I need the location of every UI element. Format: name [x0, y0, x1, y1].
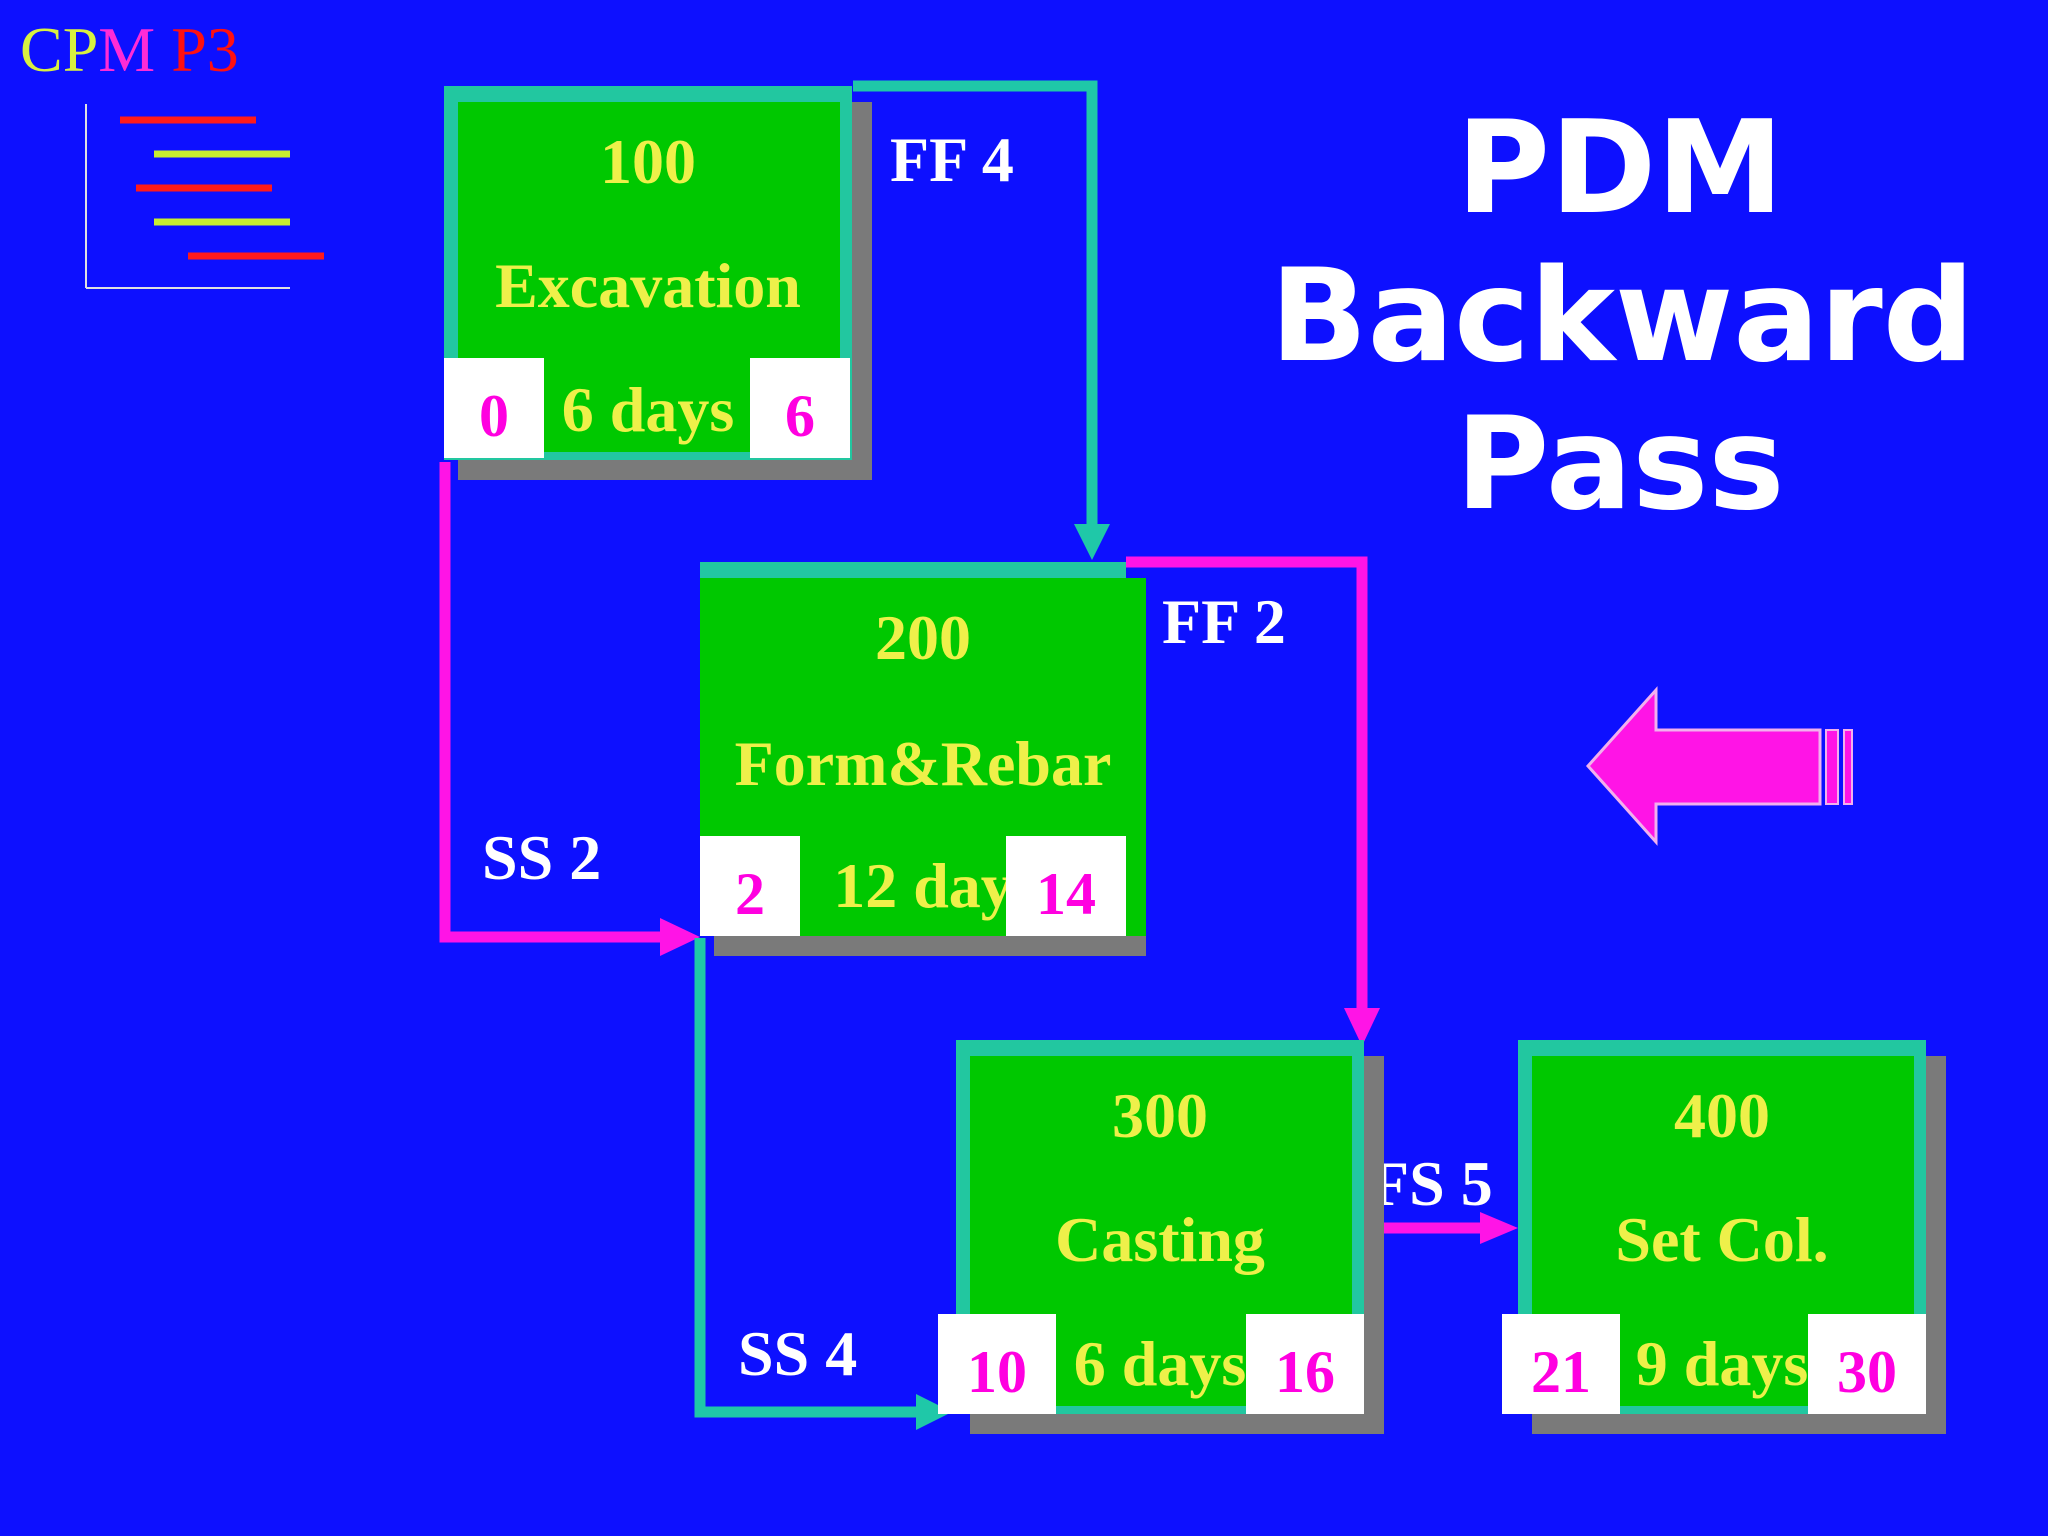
activity-id: 100 — [600, 126, 696, 197]
activity-duration: 6 days — [1073, 1328, 1247, 1399]
activity-node-300: 300 Casting 6 days 10 16 — [938, 1040, 1384, 1434]
title-line-3: Pass — [1455, 390, 1785, 539]
activity-node-100: 100 Excavation 6 days 0 6 — [444, 86, 872, 480]
link-ss4-arrowhead — [916, 1394, 952, 1430]
page-title: PDM Backward Pass — [1270, 94, 1975, 539]
activity-name: Form&Rebar — [734, 728, 1112, 799]
activity-duration: 9 days — [1635, 1328, 1809, 1399]
label-ss4: SS 4 — [738, 1318, 858, 1389]
link-ff2-arrowhead — [1344, 1008, 1380, 1046]
activity-name: Excavation — [495, 250, 801, 321]
backward-arrow-icon — [1585, 686, 1853, 846]
logo-letter: M — [98, 14, 156, 85]
logo-cpm-p3: CPM P3 — [20, 18, 239, 82]
activity-name: Casting — [1055, 1204, 1265, 1275]
activity-node-400: 400 Set Col. 9 days 21 30 — [1502, 1040, 1946, 1434]
activity-id: 200 — [875, 602, 971, 673]
finish-date-box: 6 — [750, 358, 850, 458]
label-ff4: FF 4 — [890, 124, 1014, 195]
activity-id: 400 — [1674, 1080, 1770, 1151]
label-fs5: FS 5 — [1370, 1148, 1493, 1219]
label-ff2: FF 2 — [1162, 586, 1286, 657]
logo-bars-graphic — [85, 104, 324, 289]
logo-letter: P — [62, 14, 99, 85]
activity-id: 300 — [1112, 1080, 1208, 1151]
start-date-box: 10 — [938, 1314, 1056, 1414]
activity-duration: 6 days — [561, 374, 735, 445]
title-line-1: PDM — [1456, 94, 1784, 243]
finish-date-box: 30 — [1808, 1314, 1926, 1414]
activity-node-200: 200 Form&Rebar 12 day 2 14 — [700, 562, 1146, 956]
activity-name: Set Col. — [1615, 1204, 1829, 1275]
logo-letter: P3 — [171, 14, 239, 85]
link-fs5-arrowhead — [1480, 1212, 1518, 1244]
link-ss2 — [439, 462, 665, 943]
start-date-box: 2 — [700, 836, 800, 936]
link-ss4 — [694, 938, 920, 1418]
finish-date-box: 14 — [1006, 836, 1126, 936]
title-line-2: Backward — [1270, 242, 1975, 391]
link-ss2-arrowhead — [660, 918, 700, 956]
link-ff2 — [1126, 556, 1368, 1012]
start-date-box: 21 — [1502, 1314, 1620, 1414]
label-ss2: SS 2 — [482, 822, 602, 893]
link-ff4-arrowhead — [1074, 524, 1110, 560]
activity-duration: 12 day — [833, 850, 1013, 921]
start-date-box: 0 — [444, 358, 544, 458]
logo-letter: C — [20, 14, 63, 85]
link-ff4 — [853, 80, 1098, 528]
finish-date-box: 16 — [1246, 1314, 1364, 1414]
